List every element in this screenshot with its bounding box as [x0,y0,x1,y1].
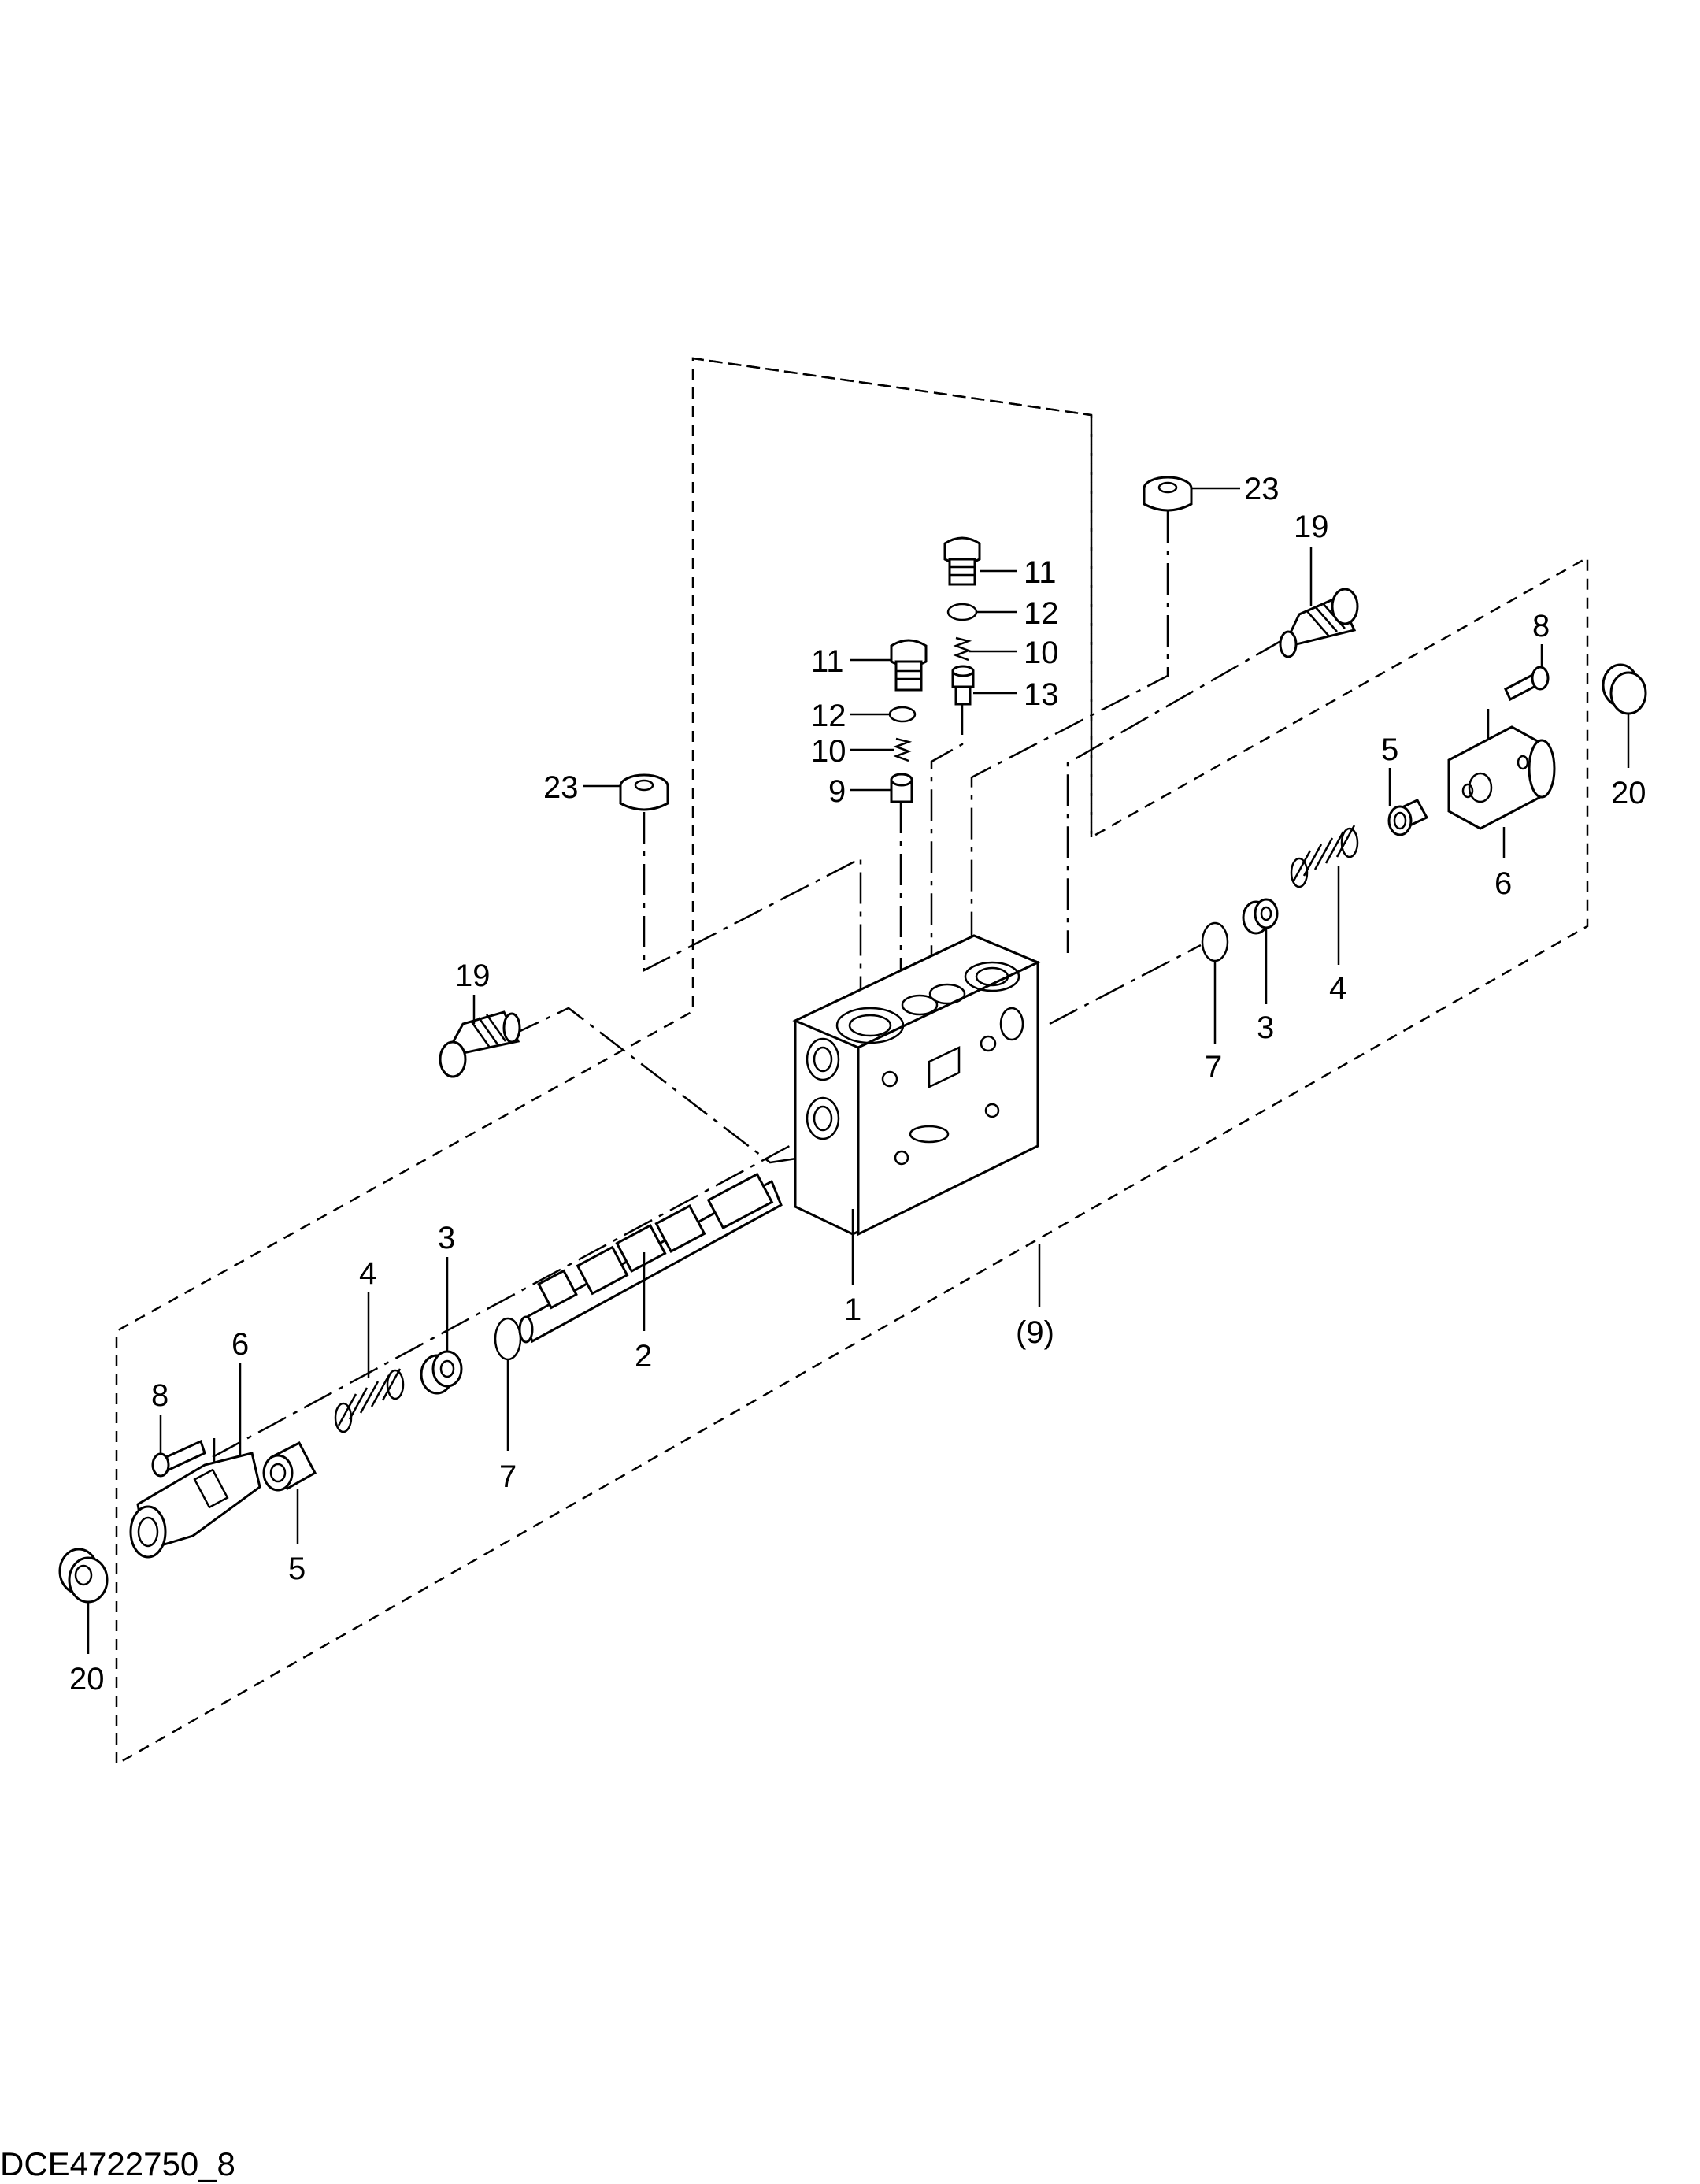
relief-valve-19-left [439,1010,521,1078]
spring-4-right [1290,825,1359,888]
callout-7-left: 7 [499,1459,517,1494]
callout-12-b: 12 [811,699,846,733]
screw-8-right [1504,666,1550,702]
part-13 [951,665,975,706]
group-outline-upper [115,357,1589,1767]
callout-10-b: 10 [811,734,846,769]
callout-7-right: 7 [1205,1050,1222,1085]
guide-5-left [262,1441,317,1492]
callout-23-left: 23 [543,770,579,805]
seat-3-right [1242,898,1279,935]
callout-11-b: 11 [811,644,844,679]
assembly-line-19-left [509,1007,802,1164]
callout-6-left: 6 [231,1327,249,1362]
callout-19-top: 19 [1294,510,1329,544]
o-ring-7-left [494,1317,522,1361]
callout-2: 2 [635,1339,652,1374]
plug-20-right [1602,663,1647,715]
callout-1: 1 [844,1292,861,1327]
spring-4-left [334,1368,405,1433]
assembly-line-right [1049,944,1202,1025]
assembly-line-23-top [970,511,1169,949]
plug-20-left [58,1548,109,1604]
assembly-line-23-left [643,812,862,999]
cap-6-right [1447,725,1556,830]
callout-20-left: 20 [69,1662,105,1696]
assembly-line-19-top [1066,638,1284,953]
o-ring-12-a [946,603,978,621]
callout-5-left: 5 [288,1552,306,1586]
plug-23-left [619,773,669,811]
o-ring-7-right [1201,921,1229,962]
plug-11-a [943,536,981,586]
assembly-line-left-spool [212,1135,808,1459]
callout-3-right: 3 [1257,1010,1274,1045]
spring-10-a [953,636,972,662]
spring-10-b [893,737,913,762]
valve-body [792,934,1041,1237]
callout-9: 9 [828,774,846,809]
assembly-line-13 [930,703,964,992]
spool [518,1172,783,1344]
callout-8-left: 8 [151,1378,169,1413]
callout-23-top: 23 [1244,472,1280,506]
cap-6-left [129,1452,261,1559]
group-outline-left [692,357,1092,417]
part-9 [890,773,913,803]
callout-9-group: (9) [1016,1315,1054,1350]
plug-11-b [890,639,928,692]
plug-23-top [1143,476,1193,512]
guide-5-right [1387,799,1429,836]
callout-3-left: 3 [438,1221,455,1255]
callout-20-right: 20 [1611,776,1646,810]
callout-10-a: 10 [1024,636,1059,670]
callout-5-right: 5 [1381,732,1398,767]
seat-3-left [420,1350,463,1395]
callout-8-right: 8 [1532,609,1550,643]
callout-4-left: 4 [359,1256,376,1291]
callout-4-right: 4 [1329,971,1346,1006]
callout-6-right: 6 [1494,866,1512,901]
relief-valve-19-top [1279,588,1359,658]
callout-12-a: 12 [1024,596,1059,631]
callout-13: 13 [1024,677,1059,712]
callout-19-left: 19 [455,959,491,993]
drawing-id: DCE4722750_8 [0,2145,235,2182]
callout-11-a: 11 [1024,555,1057,590]
o-ring-12-b [888,706,917,723]
